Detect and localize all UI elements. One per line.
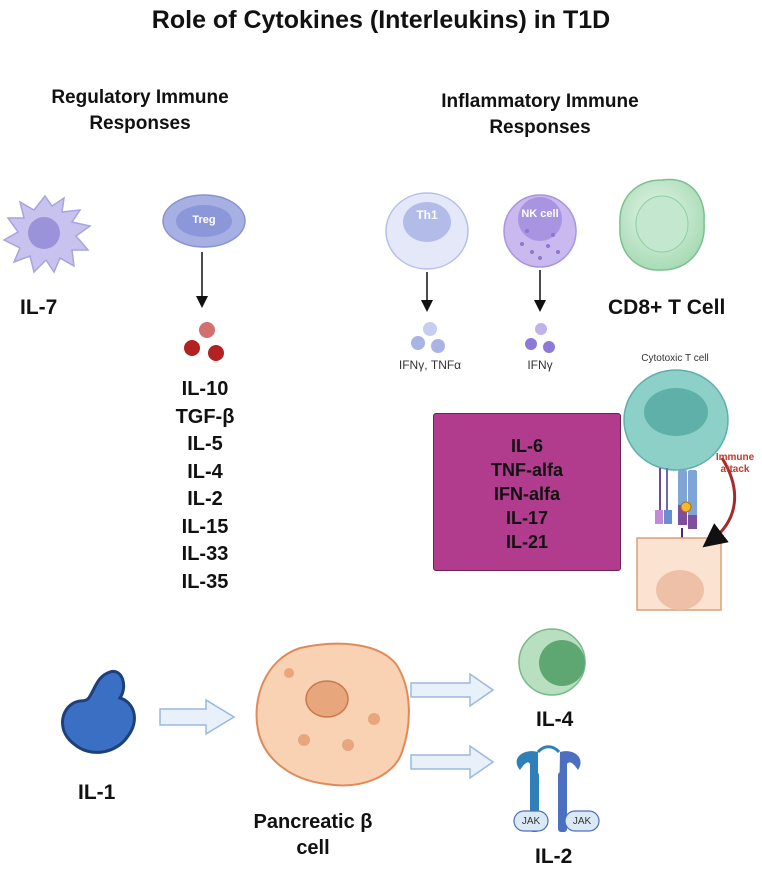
jak-left-label: JAK bbox=[521, 816, 541, 827]
regulatory-cytokine: IL-2 bbox=[187, 488, 223, 510]
jak-right-label: JAK bbox=[572, 816, 592, 827]
cd8-t-cell-icon bbox=[619, 178, 705, 271]
immune-attack-arrow bbox=[702, 457, 737, 548]
ifn-label: IFNγ bbox=[527, 358, 553, 372]
il1-icon bbox=[61, 669, 136, 754]
il4-cell-icon bbox=[518, 628, 586, 696]
regulatory-header: Regulatory Immune Responses bbox=[51, 87, 229, 134]
regulatory-cytokine: IL-5 bbox=[187, 433, 223, 455]
ifn-tnf-dots-icon bbox=[411, 322, 445, 353]
pancreatic-beta-cell-icon bbox=[255, 642, 410, 787]
ifn-dots-icon bbox=[525, 323, 555, 353]
inflammatory-cytokine-box: IL-6 TNF-alfa IFN-alfa IL-17 IL-21 bbox=[433, 413, 621, 571]
immune-attack-label: Immune attack bbox=[715, 452, 755, 475]
regulatory-cytokine: IL-33 bbox=[181, 543, 229, 565]
il2-receptor-icon bbox=[513, 745, 600, 832]
inflammatory-cytokine: IL-6 bbox=[510, 436, 543, 456]
inflammatory-cytokine: TNF-alfa bbox=[491, 460, 563, 480]
inflammatory-cytokine: IL-17 bbox=[505, 508, 548, 528]
treg-cell-icon bbox=[162, 194, 246, 248]
pancreatic-beta-label: Pancreatic β cell bbox=[253, 811, 373, 859]
regulatory-cytokine: TGF-β bbox=[175, 405, 235, 428]
regulatory-cytokine: IL-35 bbox=[181, 570, 229, 593]
il7-label: IL-7 bbox=[20, 296, 58, 319]
cytokine-dots-icon bbox=[184, 322, 224, 361]
cd8-label: CD8+ T Cell bbox=[608, 296, 726, 319]
page-title: Role of Cytokines (Interleukins) in T1D bbox=[151, 6, 611, 34]
ifn-tnf-label: IFNγ, TNFα bbox=[398, 358, 462, 372]
treg-label: Treg bbox=[192, 214, 216, 226]
inflammatory-header: Inflammatory Immune Responses bbox=[441, 91, 639, 138]
nk-label: NK cell bbox=[521, 208, 559, 220]
th1-label: Th1 bbox=[416, 208, 438, 222]
nk-cell-icon bbox=[503, 194, 577, 268]
beta-to-il4-arrow bbox=[410, 672, 495, 708]
inflammatory-cytokine: IFN-alfa bbox=[493, 484, 560, 504]
cytotoxic-t-cell-icon bbox=[623, 369, 729, 545]
il1-to-beta-arrow bbox=[159, 698, 236, 736]
il1-label: IL-1 bbox=[78, 781, 116, 804]
regulatory-cytokine: IL-4 bbox=[187, 460, 223, 483]
beta-to-il2-arrow bbox=[410, 744, 495, 780]
regulatory-cytokine: IL-15 bbox=[181, 515, 229, 538]
inflammatory-cytokine: IL-21 bbox=[505, 532, 548, 552]
regulatory-cytokine-list: IL-10 TGF-β IL-5 IL-4 IL-2 IL-15 IL-33 I… bbox=[150, 376, 260, 596]
cytotoxic-label: Cytotoxic T cell bbox=[641, 353, 709, 364]
dendritic-cell-icon bbox=[2, 194, 92, 274]
il4-label: IL-4 bbox=[536, 708, 574, 731]
il2-label: IL-2 bbox=[535, 845, 573, 868]
regulatory-cytokine: IL-10 bbox=[181, 378, 229, 400]
th1-cell-icon bbox=[385, 192, 469, 270]
target-cell-icon bbox=[636, 537, 722, 611]
